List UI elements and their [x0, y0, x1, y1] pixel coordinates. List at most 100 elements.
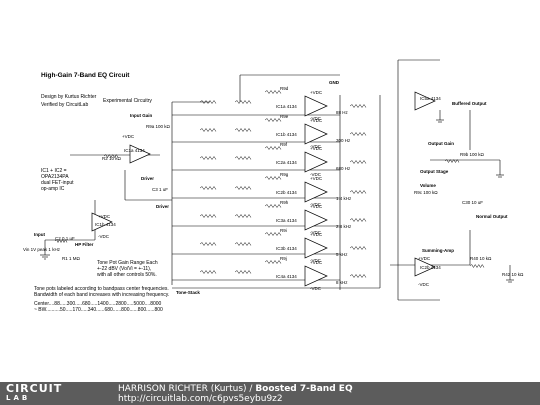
band-resistor [349, 246, 367, 250]
band-frequency-label: 8 kHz [336, 280, 348, 285]
buffer-opamp: IC5a 4134 [420, 96, 441, 101]
supply-neg-label: -VDC [418, 282, 429, 287]
band-potentiometer[interactable]: R9e [280, 114, 289, 119]
opamp-band-symbol [304, 181, 328, 203]
band-potentiometer[interactable]: R9g [280, 172, 289, 177]
summing-amp-label: Summing-Amp [422, 248, 454, 253]
logo-text-top: CIRCUIT [6, 382, 63, 395]
band-resistor [264, 118, 282, 122]
opamp-band-symbol [304, 265, 328, 287]
band-supply-pos-label: +VDC [310, 146, 323, 151]
band-resistor [199, 186, 217, 190]
opamp-input-gain-symbol [129, 144, 151, 164]
opamp-summing-symbol [414, 257, 436, 277]
band-resistor [349, 132, 367, 136]
normal-output-label: Normal Output [476, 214, 508, 219]
gain-resistor: R2 10 kΩ [102, 156, 121, 161]
opamp-band-symbol [304, 151, 328, 173]
band-opamp-label: IC2a 4134 [276, 160, 297, 165]
ic-note-line: op-amp IC [41, 186, 65, 192]
credit-separator: / [246, 384, 256, 394]
band-resistor [349, 104, 367, 108]
tone-pot-note-line: Tone Pot Gain Range Each [97, 260, 158, 266]
band-frequency-label: 5 kHz [336, 252, 348, 257]
band-opamp-label: IC2b 4134 [276, 190, 297, 195]
band-note-line: Bandwidth of each band increases with in… [34, 292, 170, 298]
band-resistor [349, 218, 367, 222]
output-resistor-symbol [469, 264, 485, 268]
band-supply-neg-label: -VDC [310, 230, 321, 235]
opamp-band-symbol [304, 209, 328, 231]
output-resistor: R40 10 kΩ [470, 256, 492, 261]
center-frequency-row: Center....88.....300.....680.....1400...… [34, 301, 162, 307]
driver-capacitor: C3 1 uF [152, 187, 169, 192]
tone-pot-note-line: +-22 dBV (Vo/Vi = +-11), [97, 266, 152, 272]
buffered-output-label: Buffered Output [452, 101, 487, 106]
band-potentiometer[interactable]: R9h [280, 200, 289, 205]
band-supply-pos-label: +VDC [310, 204, 323, 209]
supply-pos-label: +VDC [418, 256, 431, 261]
hp-filter-opamp: IC1b 4134 [95, 222, 116, 227]
bandwidth-row: ~ BW..........50.....170.....340......68… [34, 307, 163, 313]
circuit-credit: HARRISON RICHTER (Kurtus) / Boosted 7-Ba… [118, 384, 353, 394]
band-resistor [199, 214, 217, 218]
band-note-line: Tone pots labeled according to bandpass … [34, 286, 169, 292]
opamp-buffer-symbol [414, 91, 436, 111]
gnd-label: GND [329, 80, 339, 85]
hp-filter-label: HP Filter [75, 242, 94, 247]
band-frequency-label: 88 Hz [336, 110, 348, 115]
band-opamp-label: IC3b 4134 [276, 246, 297, 251]
band-resistor [199, 128, 217, 132]
band-resistor [349, 160, 367, 164]
band-supply-neg-label: -VDC [310, 258, 321, 263]
input-gain-label: Input Gain [130, 113, 153, 118]
supply-neg-label: -VDC [98, 234, 109, 239]
output-gain-pot-symbol [444, 159, 460, 163]
band-supply-pos-label: +VDC [310, 176, 323, 181]
gain-resistor-symbol [103, 154, 119, 158]
band-resistor [264, 176, 282, 180]
band-resistor [199, 100, 217, 104]
band-frequency-label: 1.4 kHz [336, 196, 352, 201]
band-resistor [264, 146, 282, 150]
band-opamp-label: IC4a 4134 [276, 274, 297, 279]
opamp-band-symbol [304, 123, 328, 145]
band-opamp-label: IC1b 4134 [276, 132, 297, 137]
driver-label: Driver [141, 176, 155, 181]
tone-stack-label: Tone-Stack [176, 290, 200, 295]
band-resistor [199, 270, 217, 274]
tone-pot-note-line: with all other controls 50%. [97, 272, 157, 278]
input-source: Vin 1V peak 1 kHz [23, 247, 60, 252]
circuitlab-logo[interactable]: CIRCUIT LAB [6, 382, 70, 403]
band-resistor [199, 242, 217, 246]
band-frequency-label: 2.8 kHz [336, 224, 352, 229]
supply-pos-label: +VDC [98, 214, 111, 219]
footer-bar: CIRCUIT LAB HARRISON RICHTER (Kurtus) / … [0, 382, 540, 405]
ic-note-line: OPA2134PA [41, 174, 69, 180]
band-resistor [264, 90, 282, 94]
supply-pos-label: +VDC [122, 134, 135, 139]
design-credit: Design by Kurtus Richter [41, 94, 97, 100]
ic-note-line: IC1 + IC2 = [41, 168, 67, 174]
band-potentiometer[interactable]: R9d [280, 86, 289, 91]
band-resistor [234, 186, 252, 190]
schematic-wiring [40, 59, 514, 301]
gain-potentiometer: R9a 100 kΩ [146, 124, 170, 129]
ic-note-line: dual FET-input [41, 180, 74, 186]
band-supply-neg-label: -VDC [310, 116, 321, 121]
band-resistor [264, 232, 282, 236]
band-potentiometer[interactable]: R9f [280, 142, 288, 147]
input-label: Input [34, 232, 45, 237]
input-resistor: R1 1 MΩ [62, 256, 80, 261]
output-capacitor: C30 10 uF [462, 200, 484, 205]
band-resistor [264, 204, 282, 208]
circuit-url-link[interactable]: http://circuitlab.com/c6pvs5eybu9z2 [118, 394, 283, 404]
band-potentiometer[interactable]: R9j [280, 256, 287, 261]
opamp-hp-filter-symbol [91, 212, 113, 232]
ic-note: IC1 + IC2 = OPA2134PA dual FET-input op-… [41, 168, 74, 192]
band-opamp-label: IC1a 4134 [276, 104, 297, 109]
driver-label-2: Driver [156, 204, 170, 209]
band-note: Tone pots labeled according to bandpass … [34, 286, 169, 313]
experimental-label: Experimental Circuitry [103, 98, 152, 104]
band-potentiometer[interactable]: R9i [280, 228, 287, 233]
